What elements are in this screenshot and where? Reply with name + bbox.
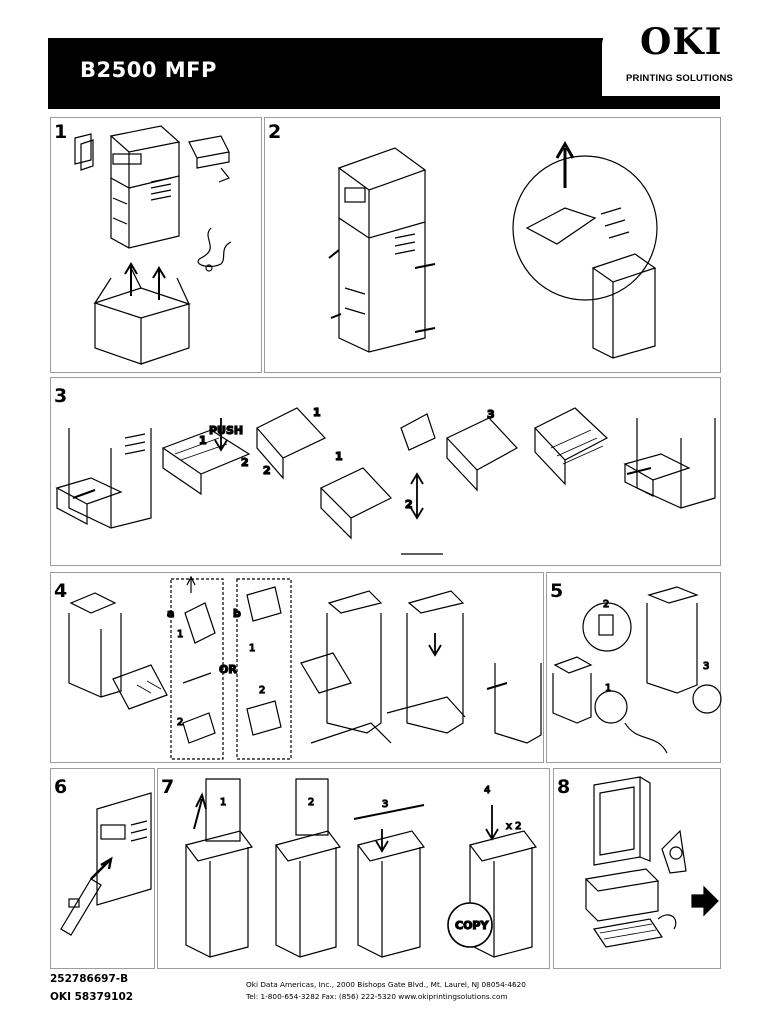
oki-code: OKI 58379102 [50,991,134,1003]
step-5-number: 5 [550,580,564,602]
step-3-number: 3 [54,385,68,407]
toner-install-illustration: a 1 2 b 1 2 OR [68,575,542,760]
step-3-label-2b: 2 [263,464,271,477]
company-contact: Tel: 1-800-654-3282 Fax: (856) 222-5320 … [246,992,508,1001]
step-6-panel: 6 [50,768,155,969]
step-7-panel: 7 1 2 3 4 x 2 COPY [157,768,550,969]
step-8-panel: 8 [553,768,721,969]
paper-tray-illustration: PUSH 1 2 1 2 1 3 2 [55,405,716,555]
step-7-label-x2: x 2 [506,821,521,832]
step-4-label-a1: 1 [177,629,183,640]
step-4-number: 4 [54,580,68,602]
step-6-number: 6 [54,776,68,798]
insert-card-illustration [60,792,152,936]
step-1-number: 1 [54,121,68,143]
step-3-label-2a: 2 [241,456,249,469]
step-4-label-b: b [233,607,241,620]
company-address: Oki Data Americas, Inc., 2000 Bishops Ga… [246,980,526,989]
logo-area [602,20,732,96]
power-cable-illustration: 2 1 3 [552,586,722,754]
page-title: B2500 MFP [80,58,217,82]
step-3-label-1a: 1 [199,434,207,447]
oki-logo: OKI [640,21,723,63]
step-4-panel: 4 a 1 2 b 1 2 OR [50,572,544,763]
step-3-label-1c: 1 [335,450,343,463]
step-3-label-1b: 1 [313,406,321,419]
step-5-panel: 5 2 1 3 [546,572,722,763]
step-1-panel: 1 [50,117,262,373]
step-5-label-1: 1 [605,683,611,694]
step-5-label-2: 2 [603,599,609,610]
step-7-label-1: 1 [220,797,226,808]
copy-badge: COPY [455,919,489,932]
step-4-label-b2: 2 [259,685,265,696]
step-7-label-4: 4 [484,785,490,796]
step-3-label-2c: 2 [405,498,413,511]
step-7-label-3: 3 [382,799,388,810]
step-3-panel: 3 PUSH 1 2 1 2 1 3 2 [50,377,721,566]
step-4-label-b1: 1 [249,643,255,654]
logo-subtitle: PRINTING SOLUTIONS [626,73,734,84]
step-7-label-2: 2 [308,797,314,808]
step-2-panel: 2 [264,117,721,373]
pc-install-illustration [584,776,719,948]
step-4-label-a: a [167,607,174,620]
step-2-number: 2 [268,121,282,143]
step-4-label-or: OR [219,663,237,676]
step-7-number: 7 [161,776,175,798]
step-3-label-push: PUSH [209,424,243,437]
copy-test-illustration: 1 2 3 4 x 2 COPY [184,778,538,958]
part-number: 252786697-B [50,973,129,985]
step-3-label-3: 3 [487,408,495,421]
step-4-label-a2: 2 [177,717,183,728]
step-8-number: 8 [557,776,571,798]
remove-tape-illustration [328,140,658,359]
unboxing-illustration [74,125,232,365]
step-5-label-3: 3 [703,661,709,672]
